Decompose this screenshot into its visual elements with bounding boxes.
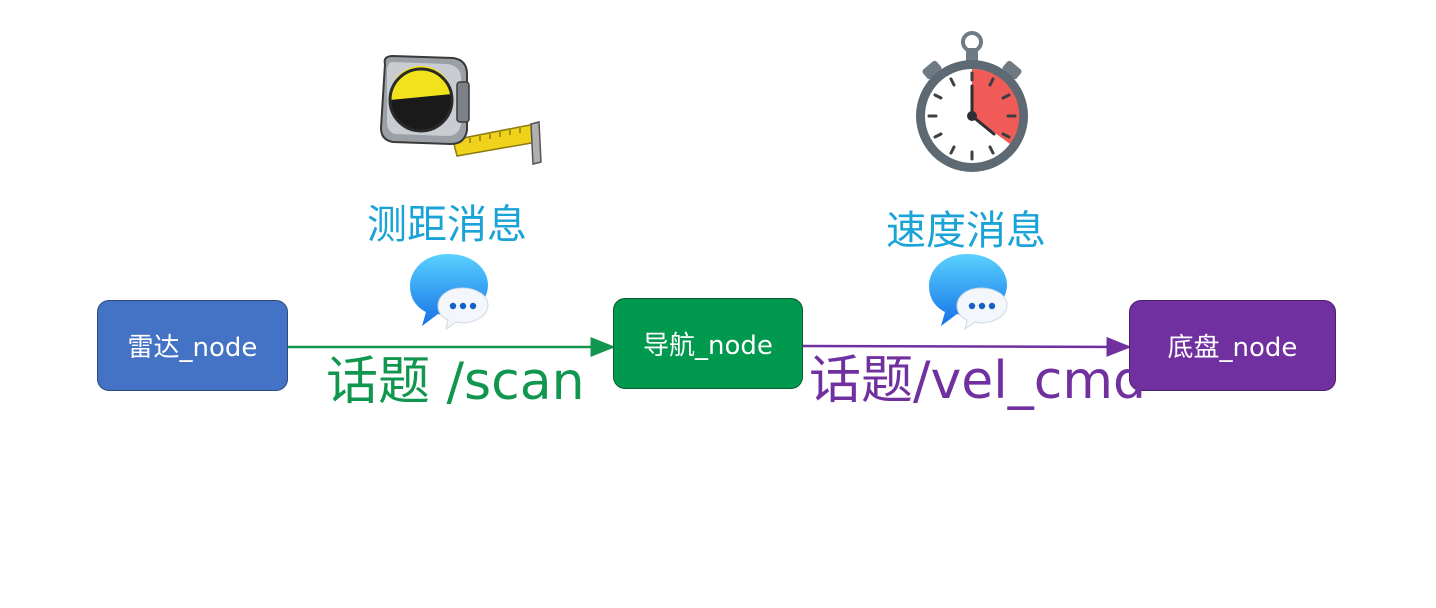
navigation-node: 导航_node [613, 298, 803, 389]
chat-bubble-icon [929, 254, 1008, 331]
stopwatch-icon [916, 31, 1028, 172]
navigation-node-label: 导航_node [643, 331, 773, 361]
chassis-node: 底盘_node [1129, 300, 1336, 391]
radar-node: 雷达_node [97, 300, 288, 391]
vel-arrow [802, 336, 1132, 357]
chat-bubble-icon [410, 254, 489, 331]
scan-message-label: 测距消息 [367, 202, 527, 248]
vel-topic-label: 话题/vel_cmd [809, 351, 1146, 411]
scan-topic-label: 话题 /scan [326, 352, 585, 412]
radar-node-label: 雷达_node [127, 333, 258, 363]
tape-measure-icon [379, 54, 542, 165]
chassis-node-label: 底盘_node [1167, 333, 1298, 363]
vel-message-label: 速度消息 [886, 208, 1046, 254]
